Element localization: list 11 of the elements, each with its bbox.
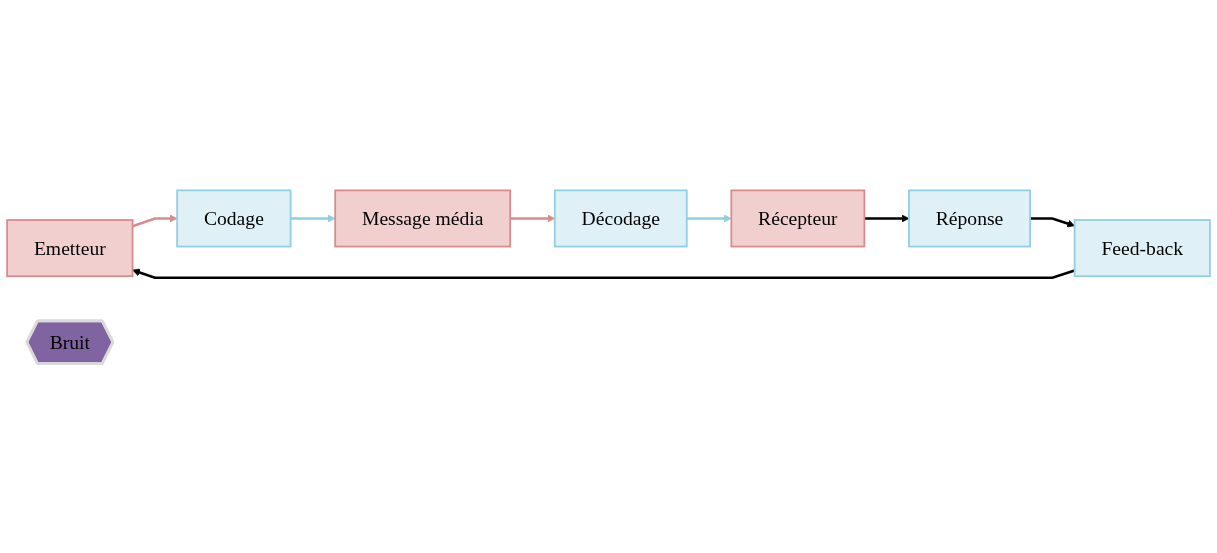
arrow [1030, 216, 1075, 227]
node-box: Message média [334, 189, 512, 247]
node-box: Codage [176, 189, 292, 247]
node-box: Réponse [908, 189, 1031, 247]
node-box: Récepteur [730, 189, 866, 247]
arrow [290, 214, 336, 222]
arrow [132, 214, 178, 227]
node-box: Emetteur [6, 218, 134, 277]
node-box: Décodage [553, 189, 688, 247]
arrow [686, 214, 732, 222]
node-box: Feed-back [1073, 218, 1211, 277]
